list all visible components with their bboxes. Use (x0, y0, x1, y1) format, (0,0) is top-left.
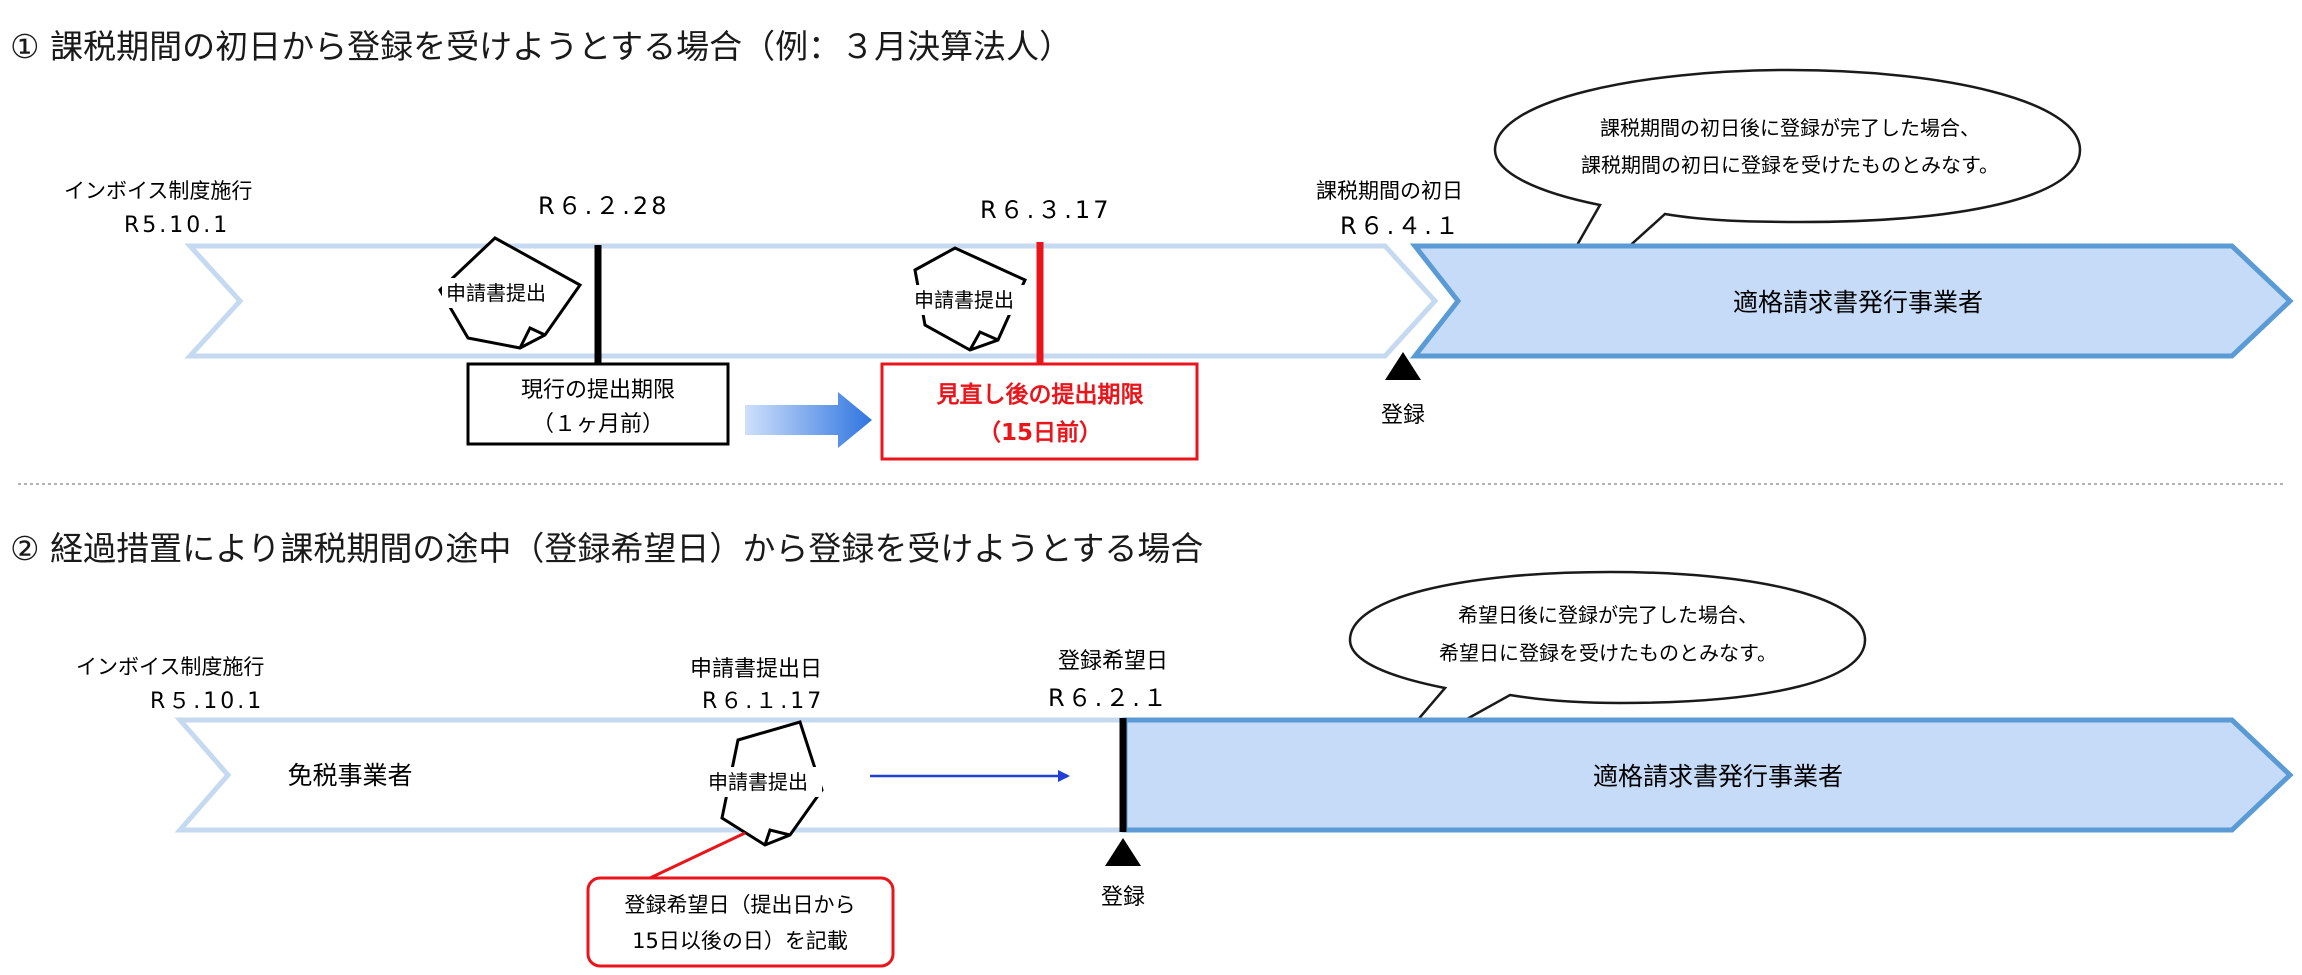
submit-label-2: 申請書提出日 (690, 657, 822, 682)
note-line2: 15日以後の日）を記載 (632, 929, 848, 953)
pale-timeline-band-1 (184, 243, 1439, 359)
pale-timeline-band-2 (174, 717, 1128, 833)
doc-c-label: 申請書提出 (708, 770, 808, 794)
doc-a-label: 申請書提出 (446, 281, 546, 305)
speech-1-line1: 課税期間の初日後に登録が完了した場合、 (1600, 116, 1980, 140)
desired-label-2: 登録希望日 (1058, 649, 1168, 674)
note-line1: 登録希望日（提出日から (625, 893, 856, 917)
document-icon-b: 申請書提出 (900, 246, 1030, 352)
blue-timeline-band-1 (1409, 243, 2294, 359)
blue-band-2-label: 適格請求書発行事業者 (1593, 762, 1843, 791)
current-deadline-box: 現行の提出期限 （１ヶ月前） (466, 362, 730, 446)
section2-heading: ② 経過措置により課税期間の途中（登録希望日）から登録を受けようとする場合 (10, 529, 1203, 568)
current-deadline-line1: 現行の提出期限 (521, 378, 675, 403)
start-date-2: R５.10.1 (150, 689, 264, 714)
start-date-1: R5.10.1 (124, 213, 230, 238)
register-label-1: 登録 (1381, 403, 1425, 428)
speech-bubble-2: 希望日後に登録が完了した場合、 希望日に登録を受けたものとみなす。 (1348, 570, 1867, 772)
speech-2-line2: 希望日に登録を受けたものとみなす。 (1439, 641, 1777, 665)
current-deadline-line2: （１ヶ月前） (532, 412, 664, 437)
register-triangle-icon-2 (1105, 838, 1141, 866)
register-label-2: 登録 (1101, 885, 1145, 910)
speech-bubble-1: 課税期間の初日後に登録が完了した場合、 課税期間の初日に登録を受けたものとみなす… (1493, 68, 2082, 346)
period-start-date-1: R６.４.１ (1340, 212, 1462, 240)
blue-band-1-label: 適格請求書発行事業者 (1733, 288, 1983, 317)
start-label-1: インボイス制度施行 (64, 179, 252, 203)
register-triangle-icon-1 (1385, 352, 1421, 380)
speech-1-line2: 課税期間の初日に登録を受けたものとみなす。 (1581, 153, 1999, 177)
document-icon-a: 申請書提出 (438, 236, 583, 350)
start-label-2: インボイス制度施行 (76, 655, 264, 679)
desired-date-2: R６.２.１ (1048, 684, 1170, 712)
revised-deadline-line1: 見直し後の提出期限 (937, 381, 1144, 408)
speech-2-line1: 希望日後に登録が完了した場合、 (1458, 603, 1758, 627)
period-start-label-1: 課税期間の初日 (1316, 179, 1463, 203)
revised-deadline-box: 見直し後の提出期限 （15日前） (880, 362, 1199, 461)
section1-heading: ① 課税期間の初日から登録を受けようとする場合（例：３月決算法人） (10, 27, 1072, 66)
revised-deadline-line2: （15日前） (978, 419, 1102, 446)
pale-band-2-label: 免税事業者 (287, 761, 412, 790)
date-b-1: R６.３.17 (980, 196, 1111, 224)
doc-b-label: 申請書提出 (914, 288, 1014, 312)
desired-date-note: 登録希望日（提出日から 15日以後の日）を記載 (586, 831, 895, 968)
transition-arrow-icon (745, 392, 872, 448)
submit-date-2: R６.１.17 (702, 689, 824, 714)
document-icon-c: 申請書提出 (694, 720, 824, 847)
date-a-1: R６.２.28 (538, 192, 669, 220)
